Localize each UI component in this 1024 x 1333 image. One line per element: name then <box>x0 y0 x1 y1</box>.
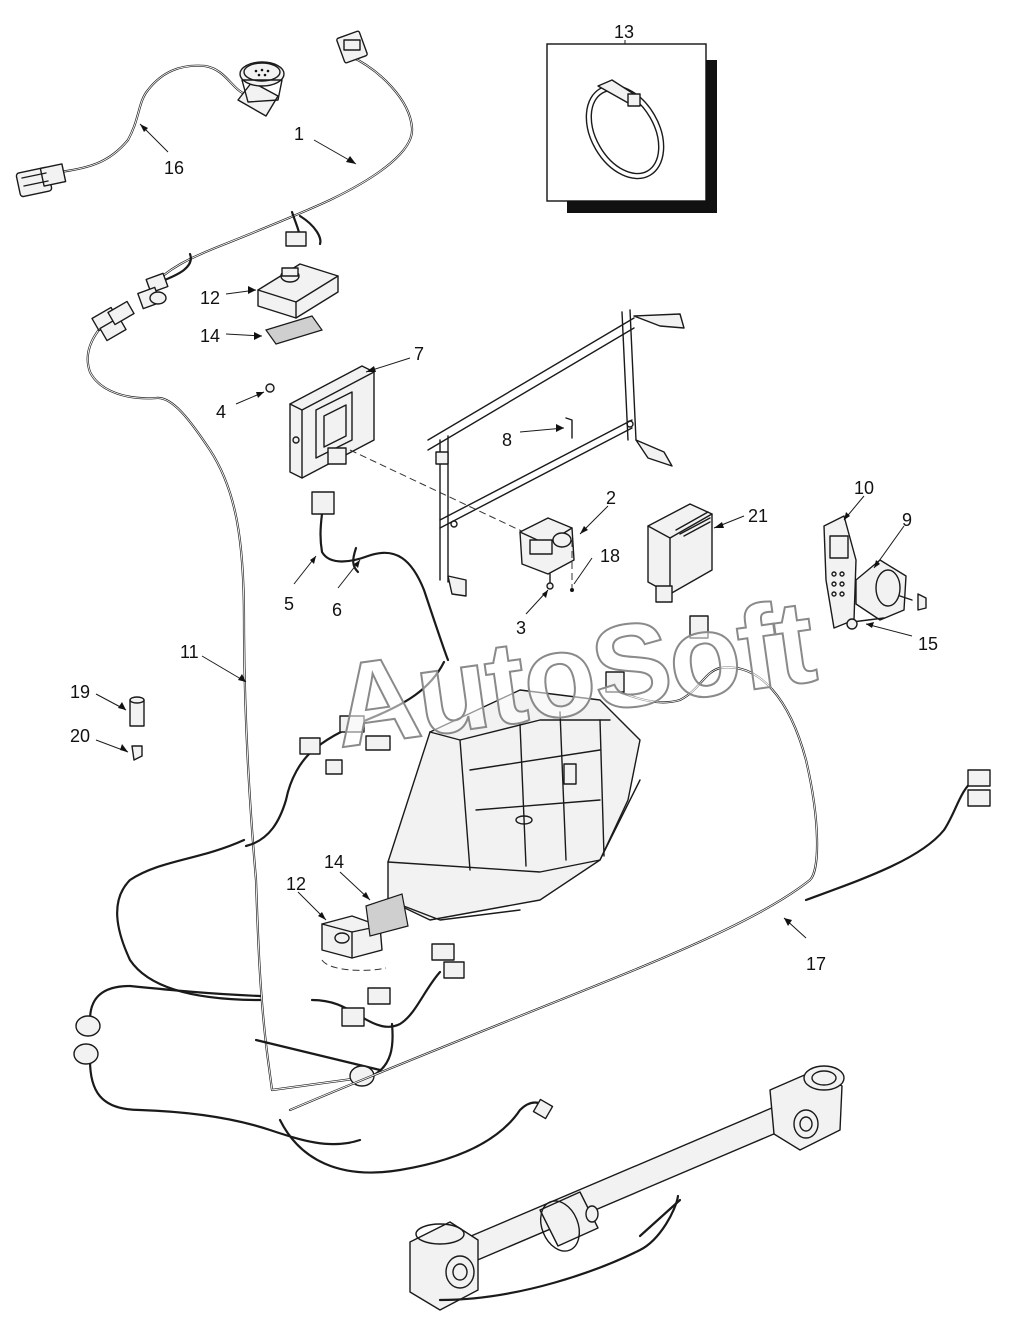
callout-20: 20 <box>70 726 90 746</box>
callout-12-top: 12 <box>200 288 220 308</box>
callout-21: 21 <box>748 506 768 526</box>
harness-11 <box>86 291 382 1092</box>
callout-1: 1 <box>294 124 304 144</box>
switch-12-top <box>257 263 339 319</box>
tray-harness <box>244 660 446 848</box>
pad-14-top <box>265 315 323 345</box>
callout-13: 13 <box>614 22 634 42</box>
connectors-11-top <box>91 300 135 342</box>
switch-12-lower <box>321 915 387 971</box>
connector-5 <box>311 491 335 515</box>
grommet-11 <box>149 291 167 305</box>
callout-11: 11 <box>180 642 199 662</box>
callout-17: 17 <box>806 954 826 974</box>
main-harness-1 <box>137 30 414 310</box>
harness-5-6 <box>311 491 450 662</box>
left-round-connectors <box>73 984 362 1146</box>
nut-4 <box>265 383 275 393</box>
module-21 <box>647 503 713 639</box>
leader-lines <box>95 40 913 939</box>
mount-bracket-2 <box>519 517 575 575</box>
module-7 <box>289 365 375 479</box>
callout-4: 4 <box>216 402 226 422</box>
callout-10: 10 <box>854 478 874 498</box>
elbow-connector-16 <box>237 61 285 117</box>
callout-16: 16 <box>164 158 184 178</box>
callout-7: 7 <box>414 344 424 364</box>
frame-bracket-8 <box>427 309 685 597</box>
lower-connectors <box>310 943 465 1087</box>
washer-18 <box>570 588 574 592</box>
callout-5: 5 <box>284 594 294 614</box>
callout-18: 18 <box>600 546 620 566</box>
bolt-15 <box>851 617 885 623</box>
callout-2: 2 <box>606 488 616 508</box>
cable-tie-illustration <box>585 79 665 180</box>
pin-19 <box>129 696 145 727</box>
cable-tie-detail-box <box>546 43 717 213</box>
callout-labels: 1 2 3 4 5 6 7 8 9 10 11 12 12 13 14 14 1… <box>70 22 938 974</box>
nut-15 <box>917 593 927 611</box>
callout-19: 19 <box>70 682 90 702</box>
connector-left-16 <box>15 163 67 198</box>
harness-17 <box>288 666 991 1112</box>
remote-10-clamp-9 <box>823 515 927 630</box>
callout-14-lower: 14 <box>324 852 344 872</box>
battery-tray <box>387 689 641 921</box>
hydraulic-cylinder <box>278 1065 845 1311</box>
callout-8: 8 <box>502 430 512 450</box>
callout-3: 3 <box>516 618 526 638</box>
pad-14-lower <box>365 893 409 937</box>
main-harness-16 <box>15 61 285 198</box>
branch-connector-1 <box>285 210 322 247</box>
connector-top-1 <box>336 30 368 64</box>
callout-9: 9 <box>902 510 912 530</box>
callout-15: 15 <box>918 634 938 654</box>
detail-box-frame <box>546 43 707 202</box>
callout-14-top: 14 <box>200 326 220 346</box>
callout-6: 6 <box>332 600 342 620</box>
callout-12-lower: 12 <box>286 874 306 894</box>
cap-20 <box>131 745 143 761</box>
